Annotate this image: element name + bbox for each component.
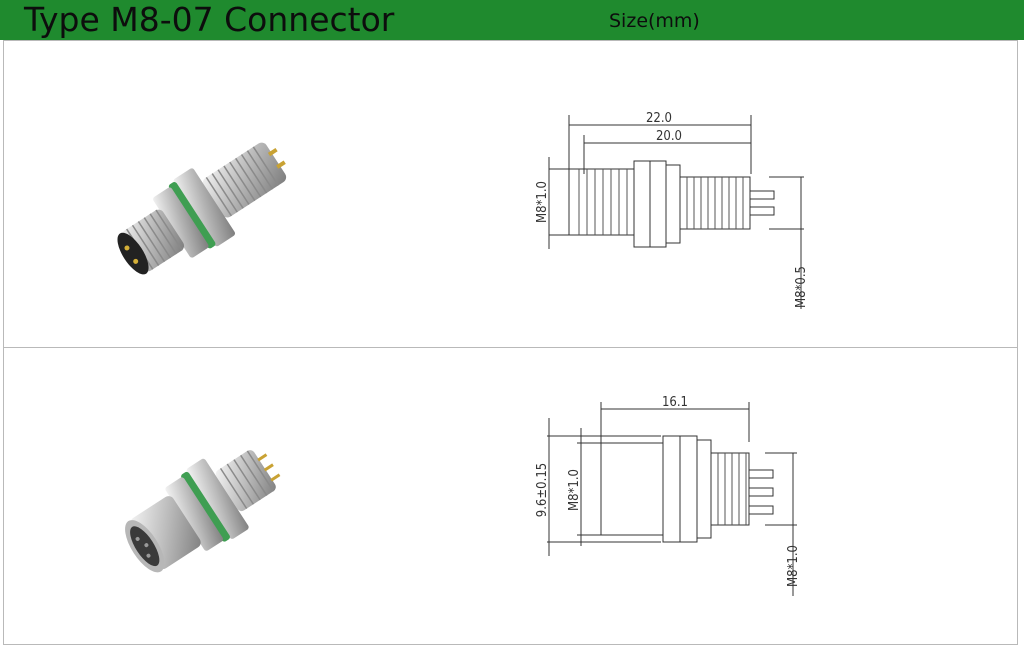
male-dimension-drawing: 22.0 20.0 M8*1.0 M8*0.5 xyxy=(535,111,809,309)
female-dimension-drawing: 16.1 9.6±0.15 M8*1.0 M8*1.0 xyxy=(535,396,801,596)
male-front-thread-label: M8*1.0 xyxy=(535,181,550,223)
female-connector-photo-icon xyxy=(125,450,281,573)
female-diameter-label: 9.6±0.15 xyxy=(535,463,550,517)
female-length-label: 16.1 xyxy=(662,396,688,410)
header-bar: Type M8-07 Connector Size(mm) xyxy=(0,0,1024,40)
male-connector-panel: 22.0 20.0 M8*1.0 M8*0.5 xyxy=(3,40,1018,348)
page-title: Type M8-07 Connector xyxy=(24,0,395,39)
male-total-length-label: 22.0 xyxy=(646,111,672,126)
female-rear-thread-label: M8*1.0 xyxy=(786,545,801,587)
female-front-thread-label: M8*1.0 xyxy=(567,469,582,511)
male-thread-length-label: 20.0 xyxy=(656,129,682,144)
male-connector-photo-icon xyxy=(117,142,287,275)
male-rear-thread-label: M8*0.5 xyxy=(794,266,809,308)
female-connector-panel: 16.1 9.6±0.15 M8*1.0 M8*1.0 xyxy=(3,347,1018,645)
size-unit-label: Size(mm) xyxy=(609,10,700,32)
